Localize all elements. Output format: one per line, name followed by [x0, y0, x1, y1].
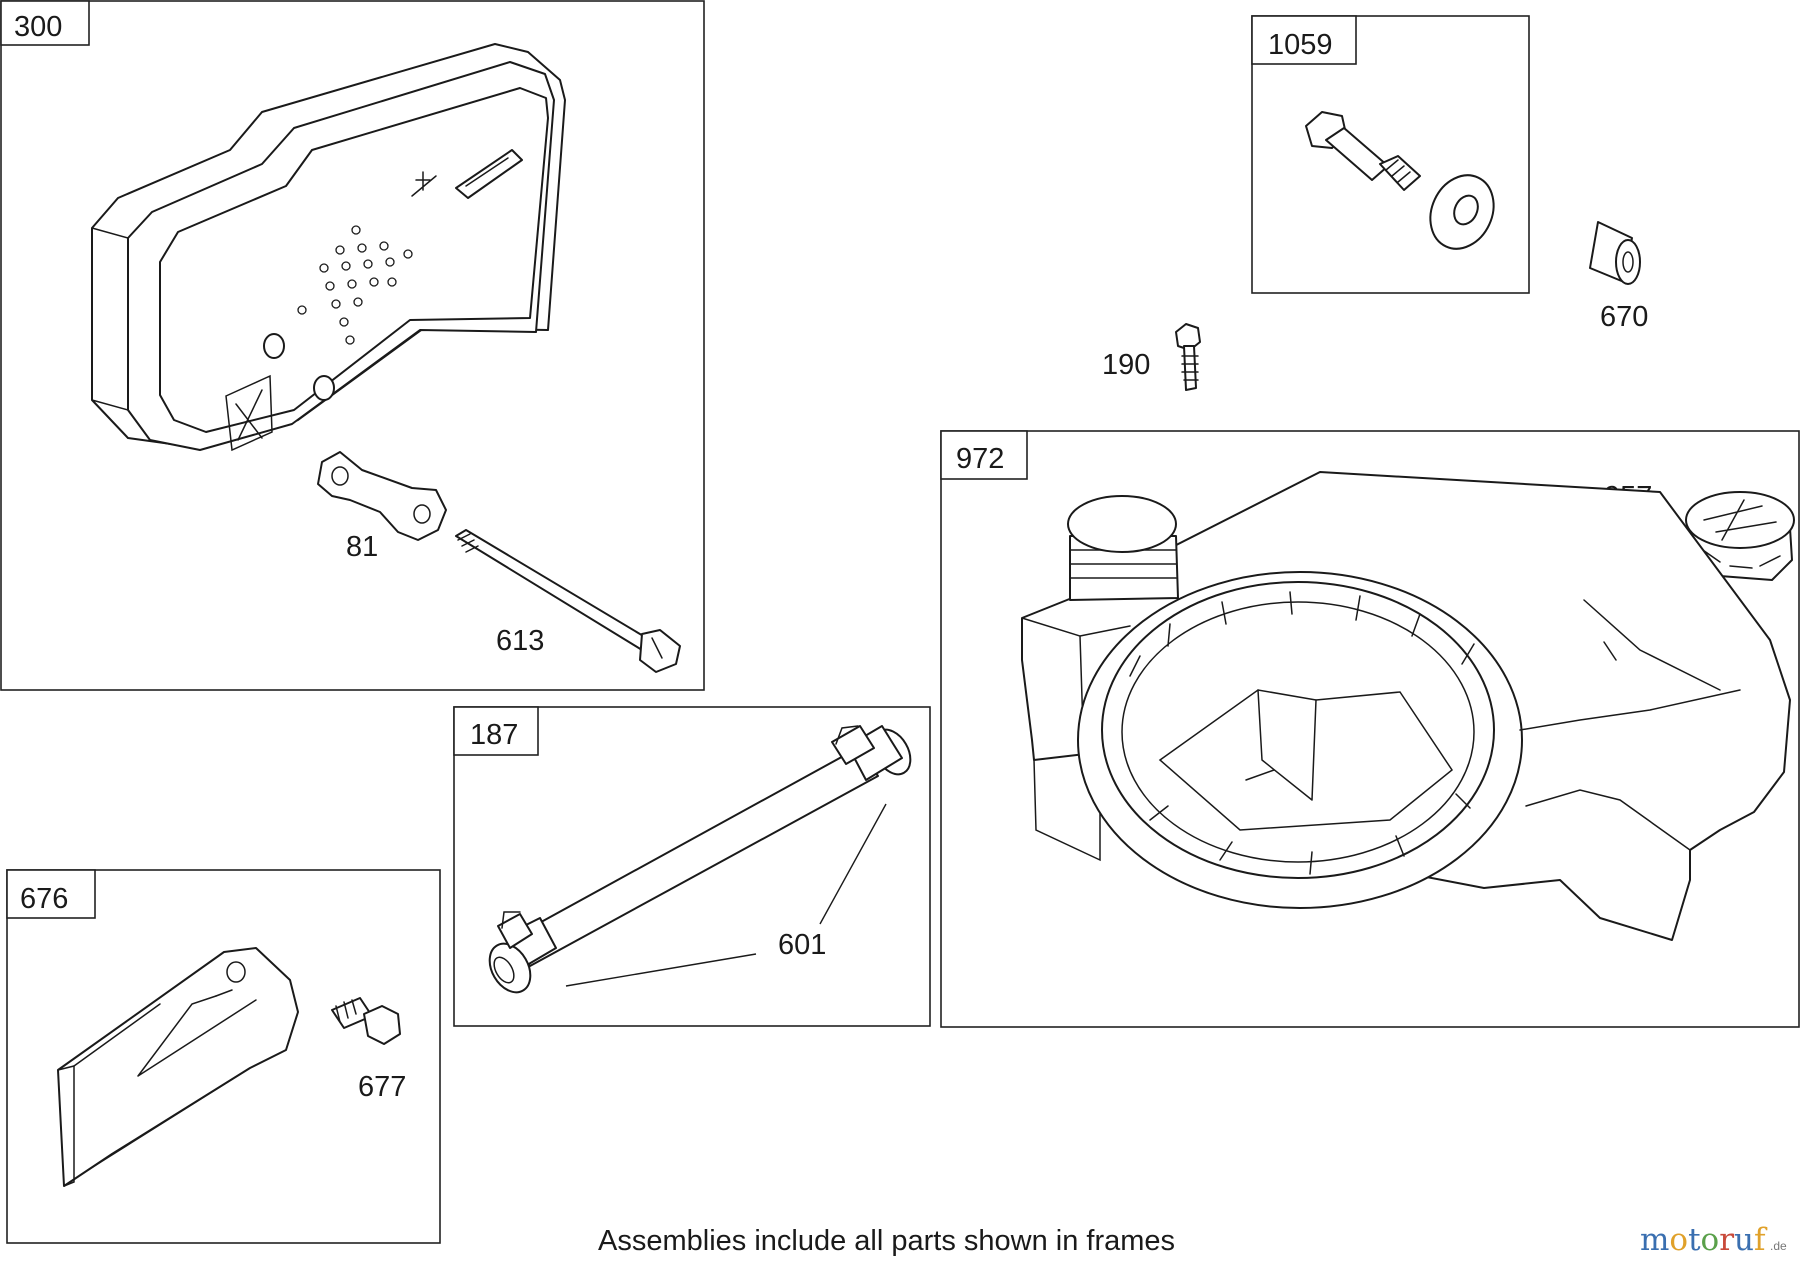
- part-label-677: 677: [358, 1071, 406, 1103]
- muffler-drawing: [91, 43, 566, 452]
- tank-screw-drawing: [1175, 323, 1201, 391]
- spacer-drawing: [1589, 221, 1641, 285]
- frame-bolt-assembly: 1059: [1251, 15, 1530, 294]
- frame-label-972: 972: [956, 443, 1004, 475]
- frame-fuel-line-assembly: 187 601: [453, 706, 931, 1027]
- assemblies-caption: Assemblies include all parts shown in fr…: [598, 1225, 1175, 1257]
- frame-guard-assembly: 676 677: [6, 869, 441, 1244]
- svg-text:motoruf: motoruf: [1640, 1222, 1768, 1258]
- frame-label-300: 300: [14, 11, 62, 43]
- guard-screw-drawing: [331, 997, 401, 1045]
- watermark-domain: .de: [1770, 1239, 1787, 1253]
- part-label-190: 190: [1102, 349, 1150, 381]
- frame-fuel-tank-assembly: 972 957: [940, 430, 1800, 1028]
- frame-muffler-assembly: 300: [0, 0, 705, 691]
- fuel-tank-drawing: [1021, 471, 1791, 941]
- part-label-81: 81: [346, 531, 378, 563]
- shoulder-bolt-drawing: [1305, 111, 1421, 191]
- part-label-613: 613: [496, 625, 544, 657]
- part-label-670: 670: [1600, 301, 1648, 333]
- watermark-logo: motoruf .de: [1640, 1222, 1787, 1258]
- washer-drawing: [1429, 174, 1495, 250]
- frame-label-676: 676: [20, 883, 68, 915]
- part-label-601: 601: [778, 929, 826, 961]
- guard-drawing: [57, 947, 299, 1187]
- screw-drawing: [455, 529, 681, 673]
- leader-601-upper: [819, 803, 887, 925]
- frame-label-187: 187: [470, 719, 518, 751]
- frame-label-1059: 1059: [1268, 29, 1333, 61]
- fuel-line-drawing: [488, 725, 912, 994]
- leader-601-lower: [565, 953, 757, 987]
- gasket-drawing: [317, 451, 447, 541]
